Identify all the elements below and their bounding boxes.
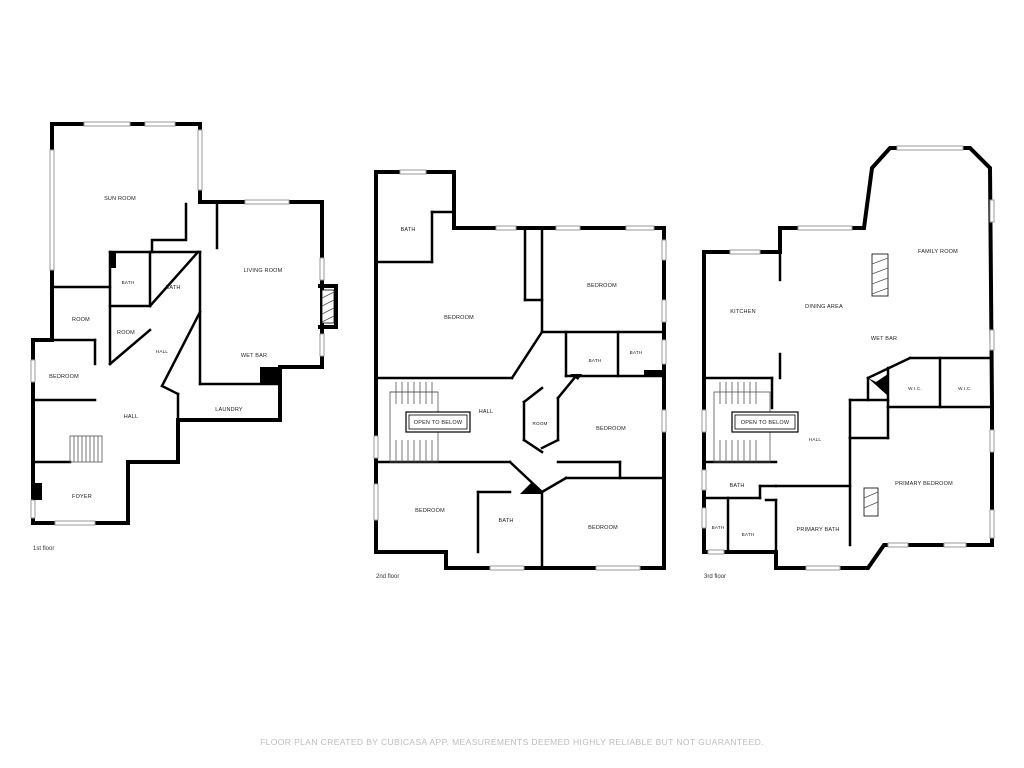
room-label-bath: BATH	[729, 483, 744, 489]
room-label-bath-small-a: BATH	[712, 525, 725, 530]
room-label-open-to-below: OPEN TO BELOW	[741, 420, 790, 426]
room-label-bedroom-top-left: BEDROOM	[444, 315, 474, 321]
room-label-room-mid: ROOM	[117, 330, 135, 336]
floor-label-2nd: 2nd floor	[376, 574, 399, 580]
room-label-living-room: LIVING ROOM	[244, 268, 283, 274]
room-label-bath-small-b: BATH	[742, 532, 755, 537]
room-label-hall-small: HALL	[156, 349, 169, 354]
room-label-bedroom-top-right: BEDROOM	[587, 283, 617, 289]
room-label-bath-b: BATH	[630, 350, 643, 355]
first-floor-plan: SUN ROOM LIVING ROOM BATH BATH ROOM ROOM…	[30, 121, 338, 552]
room-label-bedroom: BEDROOM	[49, 374, 79, 380]
room-label-wic-b: W.I.C.	[958, 386, 972, 391]
floor-label-3rd: 3rd floor	[704, 574, 726, 580]
room-label-wet-bar: WET BAR	[241, 353, 267, 359]
room-label-bath-a: BATH	[589, 358, 602, 363]
room-label-hall: HALL	[479, 409, 494, 415]
room-label-bedroom-bottom-right: BEDROOM	[588, 525, 618, 531]
room-label-family-room: FAMILY ROOM	[918, 249, 958, 255]
third-floor-plan: FAMILY ROOM KITCHEN DINING AREA WET BAR …	[701, 145, 995, 580]
room-label-bedroom-mid-right: BEDROOM	[596, 426, 626, 432]
room-label-bath-top: BATH	[400, 227, 415, 233]
room-label-bath: BATH	[165, 285, 180, 291]
floor-label-1st: 1st floor	[33, 546, 54, 552]
room-label-bedroom-bottom-left: BEDROOM	[415, 508, 445, 514]
room-label-primary-bedroom: PRIMARY BEDROOM	[895, 481, 953, 487]
room-label-wic-a: W.I.C.	[908, 386, 922, 391]
room-label-wet-bar: WET BAR	[871, 336, 897, 342]
room-label-kitchen: KITCHEN	[730, 309, 756, 315]
room-label-primary-bath: PRIMARY BATH	[796, 527, 839, 533]
room-label-bath-small: BATH	[122, 280, 135, 285]
room-label-sun-room: SUN ROOM	[104, 196, 136, 202]
room-label-laundry: LAUNDRY	[215, 407, 243, 413]
room-label-open-to-below: OPEN TO BELOW	[414, 420, 463, 426]
room-label-hall: HALL	[124, 414, 139, 420]
room-label-bath-bottom: BATH	[498, 518, 513, 524]
footer-disclaimer: FLOOR PLAN CREATED BY CUBICASA APP. MEAS…	[260, 737, 764, 747]
second-floor-plan: BATH BEDROOM BEDROOM BATH BATH OPEN TO B…	[373, 169, 667, 580]
room-label-foyer: FOYER	[72, 494, 92, 500]
room-label-room: ROOM	[532, 421, 547, 426]
room-label-dining-area: DINING AREA	[805, 304, 843, 310]
room-label-hall: HALL	[809, 437, 822, 442]
room-label-room-left: ROOM	[72, 317, 90, 323]
